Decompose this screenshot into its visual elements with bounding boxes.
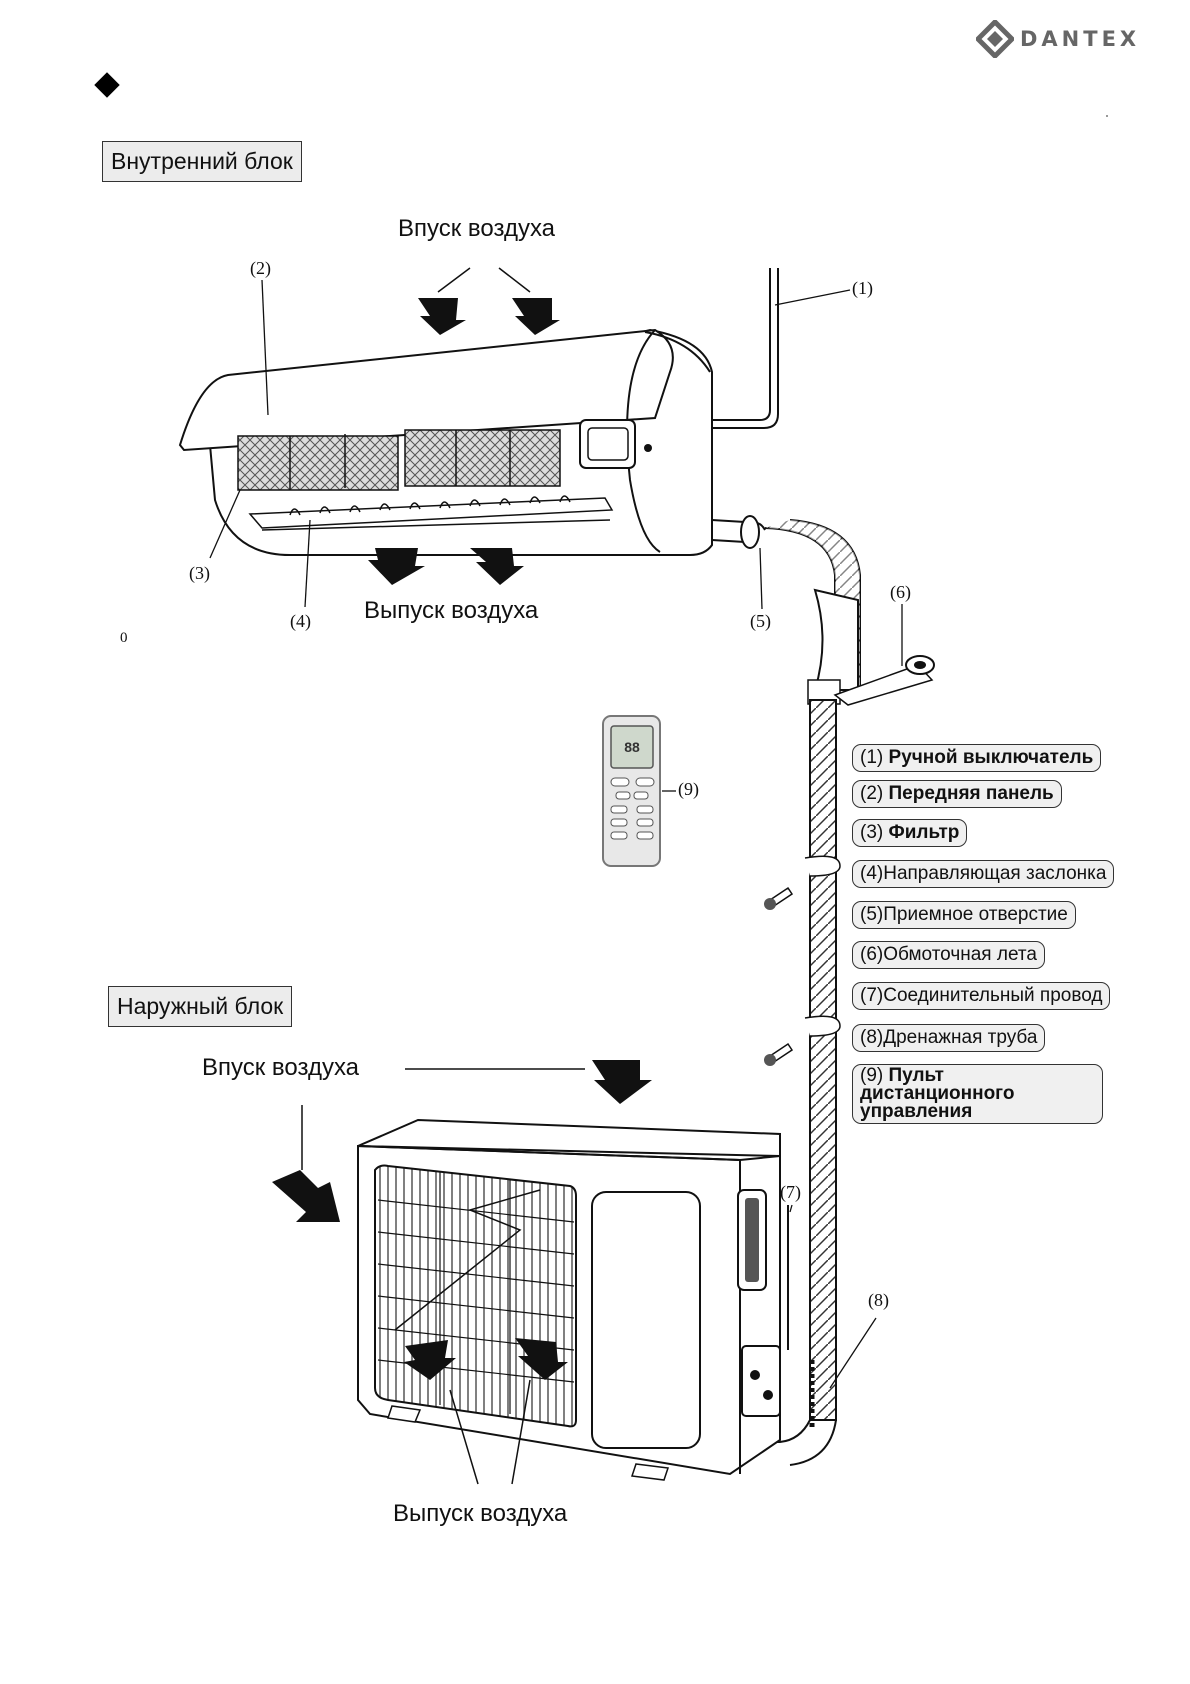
outdoor-unit [357,1118,815,1481]
outdoor-air-outlet-label: Выпуск воздуха [393,1500,568,1527]
screw-icon [764,886,794,910]
callout-5: (5) [750,611,771,631]
indoor-air-inlet-label: Впуск воздуха [398,215,556,242]
callout-4: (4) [290,611,311,631]
legend-item-8: (8)Дренажная труба [852,1024,1046,1052]
inlet-hole [740,515,760,549]
indoor-air-arrows [368,298,560,585]
filter-right [404,429,561,487]
brand-name: DANTEX [1020,27,1141,51]
callout-3: (3) [189,563,210,583]
callout-1: (1) [852,278,873,298]
callout-7: (7) [780,1182,801,1202]
legend-item-1: (1) Ручной выключатель [852,744,1102,772]
louver [248,497,614,529]
legend-item-7: (7)Соединительный провод [852,982,1111,1010]
legend-item-4: (4)Направляющая заслонка [852,860,1115,888]
indoor-unit-title: Внутренний блок [102,141,302,182]
wrapped-pipe [764,519,861,1466]
legend-item-3: (3) Фильтр [852,819,968,847]
dantex-logo-icon [976,20,1014,58]
stray-mark: 0 [120,630,128,646]
callout-2: (2) [250,258,271,278]
indoor-air-outlet-label: Выпуск воздуха [364,597,539,624]
outdoor-unit-title: Наружный блок [108,986,293,1027]
legend-item-5: (5)Приемное отверстие [852,901,1076,929]
wrapping-tape [833,655,935,706]
remote-display-digits: 88 [624,739,640,755]
screw-icon [764,1042,794,1066]
outdoor-air-arrows [272,1060,652,1380]
stray-dot [1106,115,1108,117]
callout-6: (6) [890,582,911,602]
remote-control: 88 [602,715,661,867]
outdoor-air-inlet-label: Впуск воздуха [202,1054,360,1081]
legend-item-2: (2) Передняя панель [852,780,1062,808]
callout-9: (9) [678,779,699,799]
leader-lines [209,279,903,1389]
fan-grille [374,1164,577,1428]
legend-item-6: (6)Обмоточная лета [852,941,1045,969]
callout-8: (8) [868,1290,889,1310]
brand-logo: DANTEX [976,20,1140,58]
filter-left [237,435,399,491]
legend-item-9: (9) Пульт дистанционного управления [852,1064,1103,1124]
indoor-unit [178,268,779,556]
